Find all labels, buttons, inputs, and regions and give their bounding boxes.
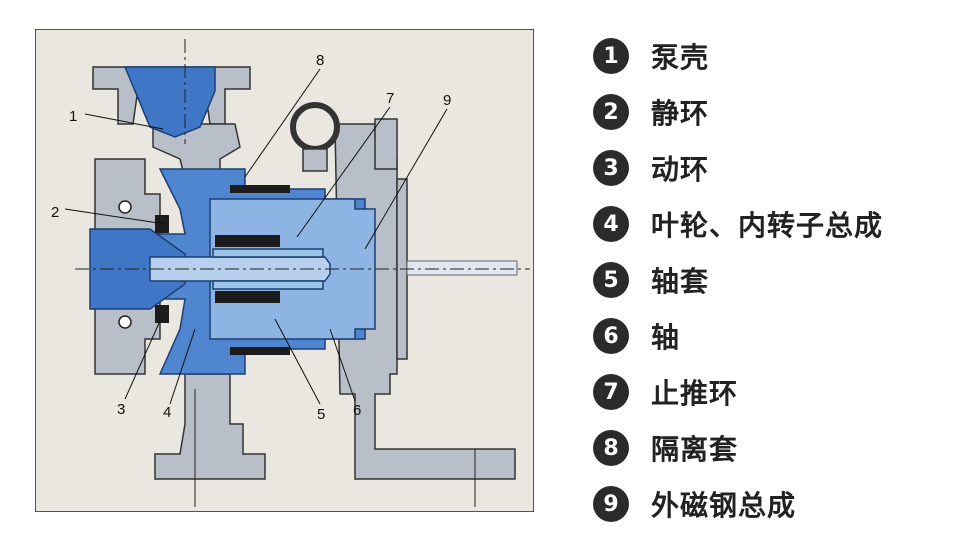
number-badge: 9 <box>593 486 629 522</box>
callout-7: 7 <box>386 90 394 107</box>
legend-item-2: 2 静环 <box>593 84 953 140</box>
legend-label: 叶轮、内转子总成 <box>651 209 884 242</box>
lifting-eye-base <box>302 148 328 172</box>
callout-4: 4 <box>163 404 171 421</box>
legend-label: 动环 <box>651 153 710 186</box>
legend-item-4: 4 叶轮、内转子总成 <box>593 196 953 252</box>
parts-legend: 1 泵壳 2 静环 3 动环 4 叶轮、内转子总成 5 轴套 6 轴 7 止推环… <box>593 28 953 532</box>
legend-item-6: 6 轴 <box>593 308 953 364</box>
callout-5: 5 <box>317 406 325 423</box>
legend-item-3: 3 动环 <box>593 140 953 196</box>
centerlines <box>75 39 530 507</box>
number-badge: 3 <box>593 150 629 186</box>
callout-3: 3 <box>117 401 125 418</box>
callout-1: 1 <box>69 108 77 125</box>
legend-item-7: 7 止推环 <box>593 364 953 420</box>
legend-label: 轴 <box>651 321 681 354</box>
legend-item-9: 9 外磁钢总成 <box>593 476 953 532</box>
callout-9: 9 <box>443 92 451 109</box>
number-badge: 4 <box>593 206 629 242</box>
legend-item-8: 8 隔离套 <box>593 420 953 476</box>
pump-casing <box>92 66 516 480</box>
callout-6: 6 <box>353 402 361 419</box>
number-badge: 2 <box>593 94 629 130</box>
legend-label: 止推环 <box>651 377 739 410</box>
number-badge: 8 <box>593 430 629 466</box>
shaft-end <box>406 260 518 276</box>
number-badge: 7 <box>593 374 629 410</box>
number-badge: 1 <box>593 38 629 74</box>
pump-cross-section-diagram: 1 2 3 4 5 6 7 8 9 <box>35 29 534 512</box>
number-badge: 5 <box>593 262 629 298</box>
leader-lines <box>64 68 448 405</box>
legend-label: 轴套 <box>651 265 710 298</box>
legend-label: 外磁钢总成 <box>651 489 797 522</box>
legend-item-5: 5 轴套 <box>593 252 953 308</box>
legend-label: 隔离套 <box>651 433 739 466</box>
legend-item-1: 1 泵壳 <box>593 28 953 84</box>
number-badge: 6 <box>593 318 629 354</box>
bolts <box>118 200 132 329</box>
callout-2: 2 <box>51 204 59 221</box>
legend-label: 静环 <box>651 97 710 130</box>
legend-label: 泵壳 <box>651 41 710 74</box>
magnet-blocks <box>155 185 290 355</box>
callout-8: 8 <box>316 52 324 69</box>
